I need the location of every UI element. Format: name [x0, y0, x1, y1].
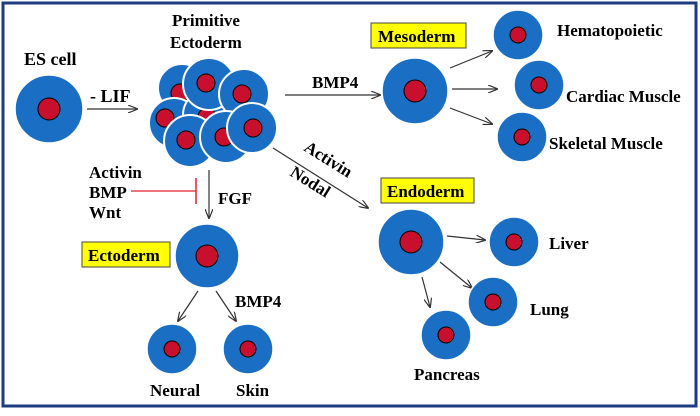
minus-lif-label: - LIF	[90, 86, 131, 106]
es-cell	[14, 74, 84, 144]
arrow-primitive-to-endoderm	[272, 147, 368, 208]
neural-label: Neural	[150, 381, 200, 400]
arrow-to-skin	[215, 290, 236, 321]
skeletal-label: Skeletal Muscle	[549, 134, 663, 153]
skin-cell	[222, 323, 274, 375]
primitive-label-line1: Primitive	[172, 11, 240, 30]
skeletal-cell	[496, 111, 548, 163]
primitive-label-line2: Ectoderm	[170, 33, 242, 52]
neural-cell	[146, 323, 198, 375]
ectoderm-cell	[174, 223, 240, 289]
lung-label: Lung	[530, 300, 569, 319]
endoderm-label: Endoderm	[387, 182, 464, 201]
arrow-to-hematopoietic	[449, 51, 492, 69]
cardiac-cell	[513, 59, 565, 111]
mesoderm-cell	[381, 57, 449, 125]
es-cell-label: ES cell	[24, 49, 77, 69]
diagram-frame	[1, 1, 698, 408]
pancreas-label: Pancreas	[414, 365, 480, 384]
arrow-to-neural	[178, 290, 199, 321]
mesoderm-highlight	[370, 22, 467, 49]
hematopoietic-cell	[492, 9, 544, 61]
skin-label: Skin	[236, 381, 270, 400]
wnt-left-label: Wnt	[89, 203, 121, 222]
ectoderm-label: Ectoderm	[88, 246, 160, 265]
liver-cell	[488, 216, 540, 268]
primitive-ectoderm-cluster	[148, 57, 278, 168]
cluster-cell	[226, 102, 278, 154]
activin-left-label: Activin	[89, 163, 142, 182]
bmp4-top-label: BMP4	[312, 73, 359, 92]
arrow-to-pancreas	[421, 276, 430, 307]
arrow-to-lung	[439, 261, 472, 288]
arrow-to-liver	[446, 236, 485, 240]
mesoderm-label: Mesoderm	[378, 27, 455, 46]
endoderm-highlight	[380, 177, 475, 204]
arrow-to-skeletal	[449, 107, 492, 124]
hematopoietic-label: Hematopoietic	[557, 21, 663, 40]
cardiac-label: Cardiac Muscle	[566, 87, 681, 106]
liver-label: Liver	[549, 234, 589, 253]
fgf-label: FGF	[218, 189, 252, 208]
pancreas-cell	[420, 309, 472, 361]
bmp4-bottom-label: BMP4	[235, 292, 282, 311]
endoderm-cell	[377, 208, 445, 276]
bmp-left-label: BMP	[89, 183, 127, 202]
ectoderm-highlight	[81, 241, 171, 268]
lung-cell	[467, 276, 519, 328]
